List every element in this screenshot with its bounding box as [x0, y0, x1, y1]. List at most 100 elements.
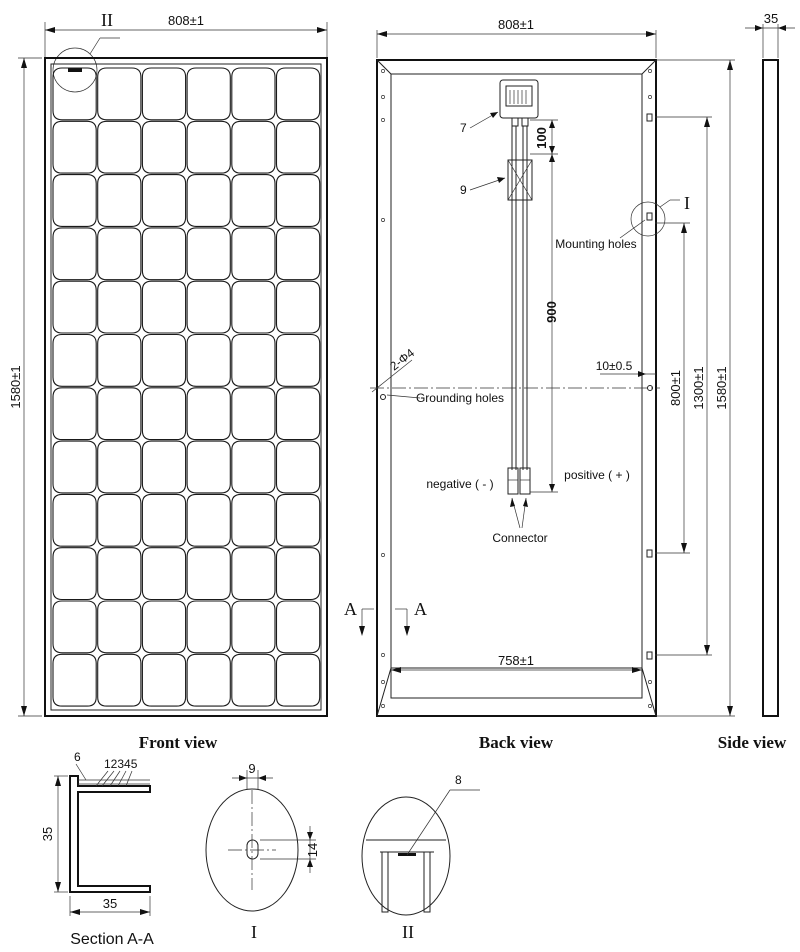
side-view: 35 Side view [718, 11, 795, 752]
solar-cell [186, 120, 231, 174]
solar-cell-grid [52, 67, 321, 707]
solar-cell [231, 493, 276, 547]
layers-12345-label: 12345 [104, 757, 138, 771]
solar-cell [141, 120, 187, 174]
solar-cell [186, 174, 231, 227]
solar-cell [186, 280, 231, 334]
solar-cell [275, 493, 321, 547]
solar-cell [52, 387, 97, 441]
solar-cell [52, 600, 97, 654]
solar-cell [275, 547, 321, 601]
solar-cell [141, 440, 187, 494]
solar-cell [141, 67, 187, 121]
solar-cell [141, 547, 187, 601]
solar-cell [52, 333, 97, 387]
front-view: 808±1 II 1580±1 Front view [8, 10, 328, 752]
solar-cell [186, 227, 231, 281]
section-mark-left: A [344, 599, 357, 619]
solar-cell [141, 333, 187, 387]
solar-cell [97, 120, 142, 174]
back-view-title: Back view [479, 733, 554, 752]
detail-i-width-dimension: 9 [248, 761, 255, 776]
layer-6-label: 6 [74, 750, 81, 764]
connector-label: Connector [492, 531, 547, 545]
solar-cell [275, 174, 321, 227]
section-title: Section A-A [70, 931, 154, 948]
solar-cell [97, 387, 142, 441]
dimension-10: 10±0.5 [596, 359, 633, 373]
solar-cell [97, 440, 142, 494]
detail-i: 9 14 I [205, 761, 320, 942]
side-width-dimension: 35 [764, 11, 778, 26]
detail-ii-caption: II [402, 922, 414, 942]
solar-cell [97, 174, 142, 227]
solar-cell [186, 653, 231, 707]
dimension-1300: 1300±1 [691, 366, 706, 409]
section-a-a: 6 12345 35 35 Section A-A [40, 750, 154, 948]
solar-cell [186, 600, 231, 654]
solar-cell [97, 547, 142, 601]
solar-cell [231, 120, 276, 174]
solar-cell [186, 67, 231, 121]
solar-cell [52, 547, 97, 601]
back-height-dimension: 1580±1 [714, 366, 729, 409]
solar-cell [275, 280, 321, 334]
solar-cell [141, 600, 187, 654]
solar-cell [52, 67, 97, 121]
negative-label: negative ( - ) [426, 477, 493, 491]
solar-cell [97, 280, 142, 334]
section-mark-right: A [414, 599, 427, 619]
solar-cell [97, 67, 142, 121]
inner-width-dimension: 758±1 [498, 653, 534, 668]
grounding-hole-diameter: 2-Φ4 [387, 346, 417, 374]
solar-cell [231, 280, 276, 334]
solar-cell [141, 280, 187, 334]
callout-9: 9 [460, 183, 467, 197]
detail-i-height-dimension: 14 [305, 843, 320, 857]
solar-cell [186, 493, 231, 547]
solar-cell [186, 547, 231, 601]
solar-cell [97, 227, 142, 281]
front-height-dimension: 1580±1 [8, 365, 23, 408]
solar-cell [231, 547, 276, 601]
solar-cell [52, 120, 97, 174]
side-view-title: Side view [718, 733, 787, 752]
solar-cell [275, 653, 321, 707]
solar-cell [275, 387, 321, 441]
detail-ii-mark: II [101, 10, 113, 30]
solar-cell [231, 653, 276, 707]
solar-cell [141, 493, 187, 547]
solar-cell [141, 227, 187, 281]
positive-label: positive ( + ) [564, 468, 630, 482]
dimension-900: 900 [544, 301, 559, 323]
solar-cell [97, 653, 142, 707]
solar-cell [141, 174, 187, 227]
solar-cell [52, 440, 97, 494]
dimension-800: 800±1 [668, 370, 683, 406]
back-view: 808±1 I Mounting holes [344, 17, 735, 752]
dimension-100: 100 [534, 127, 549, 149]
detail-ii: 8 II [361, 773, 480, 942]
solar-cell [275, 600, 321, 654]
solar-cell [52, 493, 97, 547]
detail-i-mark: I [684, 193, 690, 213]
solar-cell [141, 387, 187, 441]
solar-cell [186, 387, 231, 441]
solar-cell [52, 174, 97, 227]
solar-cell [52, 280, 97, 334]
solar-cell [231, 387, 276, 441]
section-width-dimension: 35 [103, 896, 117, 911]
grounding-holes-label: Grounding holes [416, 391, 504, 405]
solar-cell [186, 333, 231, 387]
solar-cell [275, 440, 321, 494]
solar-cell [52, 653, 97, 707]
detail-i-caption: I [251, 922, 257, 942]
solar-cell [231, 174, 276, 227]
solar-cell [231, 67, 276, 121]
solar-cell [231, 227, 276, 281]
mounting-holes-label: Mounting holes [555, 237, 636, 251]
solar-cell [186, 440, 231, 494]
back-width-dimension: 808±1 [498, 17, 534, 32]
solar-cell [231, 333, 276, 387]
